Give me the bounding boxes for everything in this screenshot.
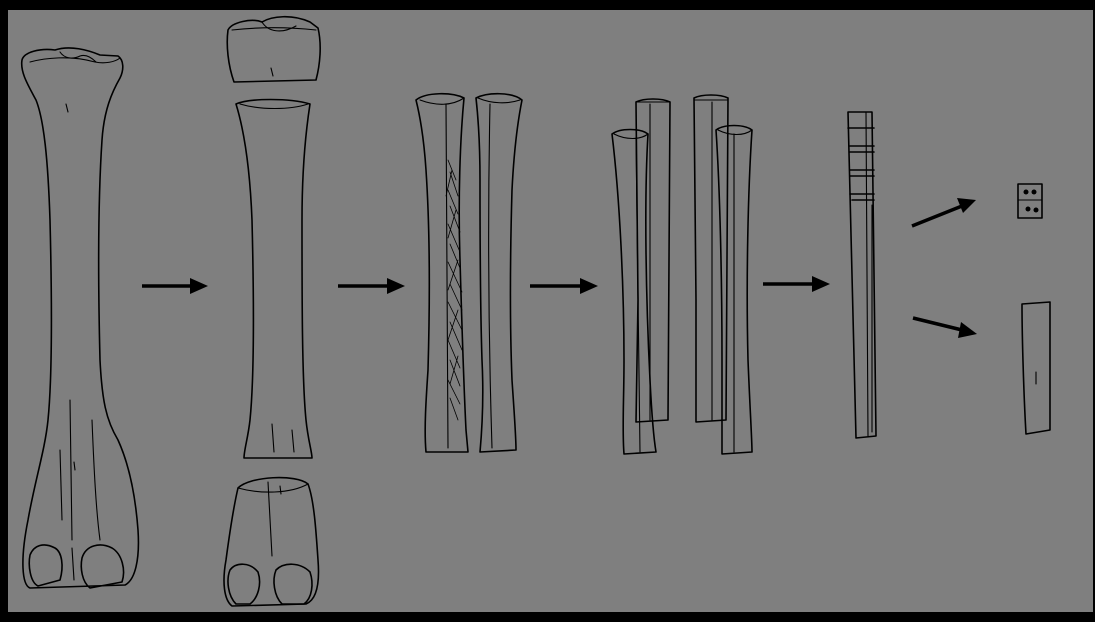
panel-background: [8, 10, 1093, 612]
die-pip-1: [1024, 190, 1029, 195]
die-pip-3: [1026, 207, 1031, 212]
die-pip-2: [1032, 190, 1037, 195]
die-pip-4: [1034, 208, 1039, 213]
